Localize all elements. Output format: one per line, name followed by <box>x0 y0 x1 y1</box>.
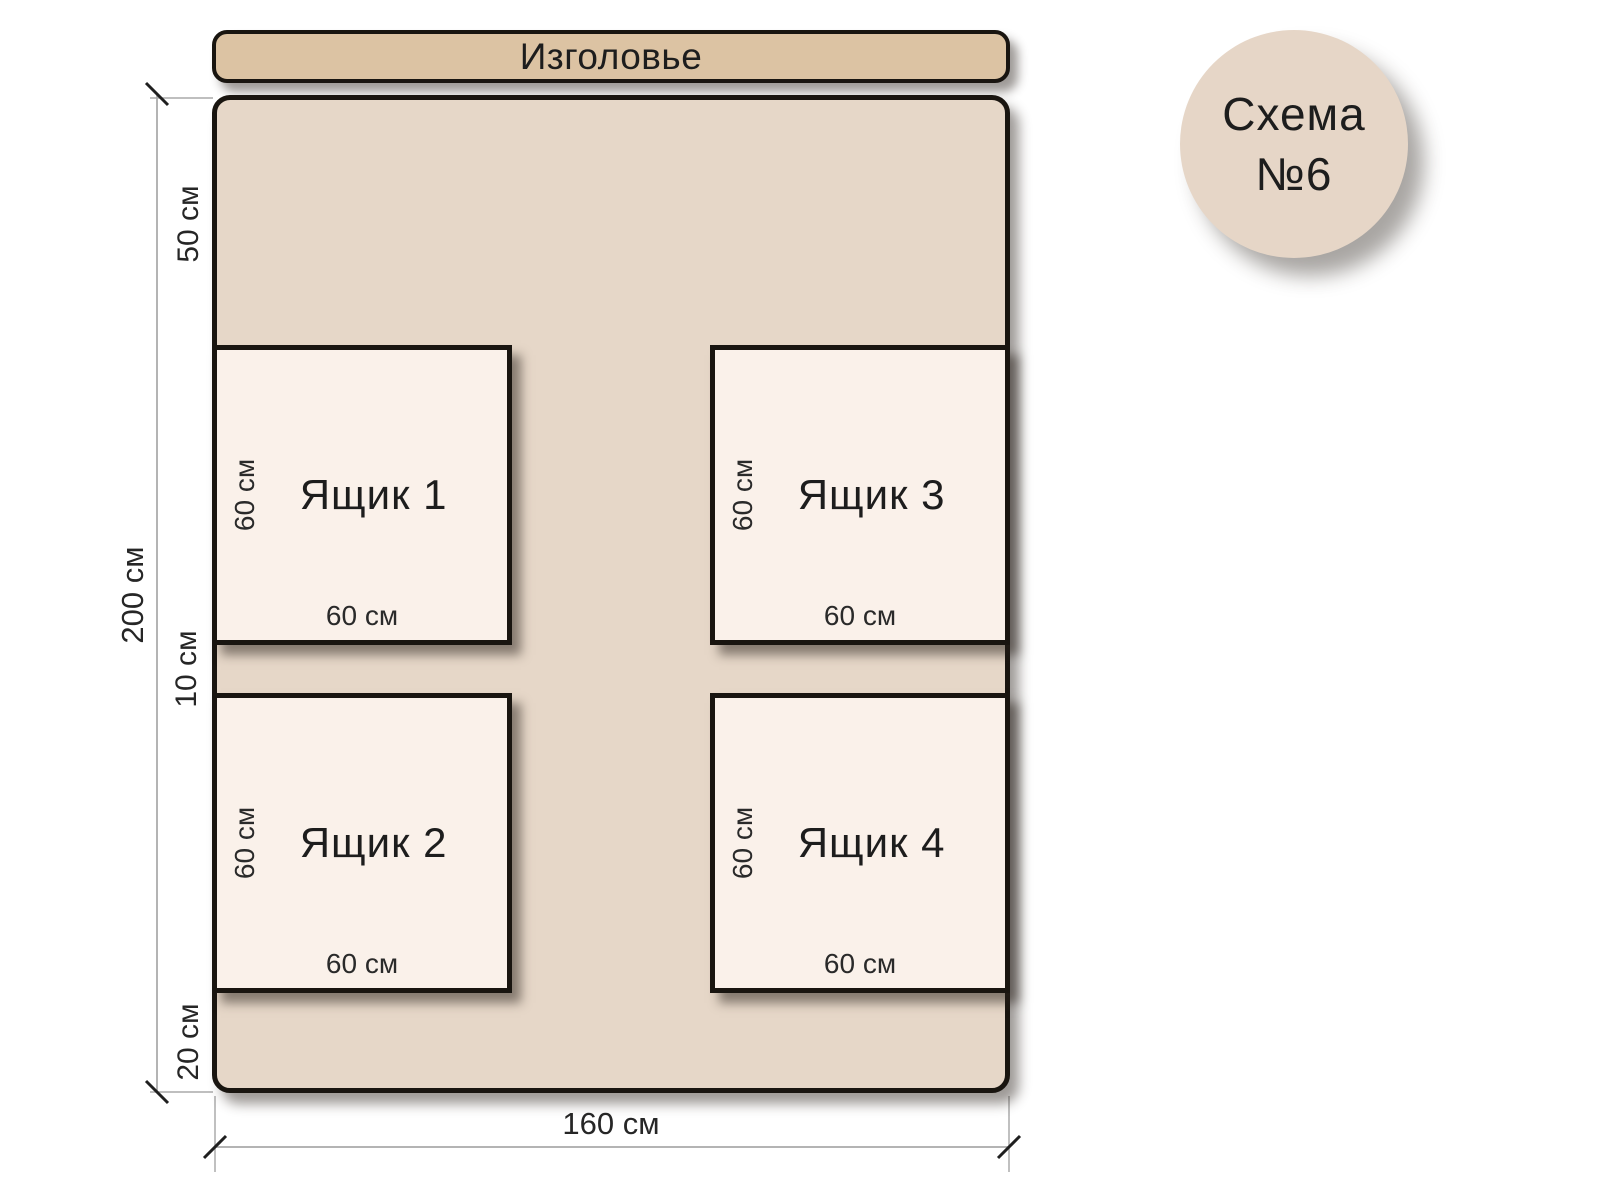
scheme-badge: Схема №6 <box>1180 30 1408 258</box>
bed-width-dimension: 160 см <box>562 1106 660 1141</box>
drawer-4-height-label: 60 см <box>727 806 758 880</box>
tick-right <box>996 1134 1022 1160</box>
headboard: Изголовье <box>212 30 1010 83</box>
drawer-1-width-label: 60 см <box>325 600 399 631</box>
drawer-1-name: Ящик 1 <box>299 471 448 518</box>
drawer-4: 60 см Ящик 4 60 см <box>710 693 1010 993</box>
tick-bottom <box>144 1079 170 1105</box>
drawer-2-width-label: 60 см <box>325 948 399 979</box>
drawer-3-height-label: 60 см <box>727 458 758 532</box>
drawer-1-height-label: 60 см <box>229 458 260 532</box>
row-gap-dimension: 10 см <box>170 630 203 708</box>
top-offset-dimension: 50 см <box>172 185 205 263</box>
drawer-1: 60 см Ящик 1 60 см <box>212 345 512 645</box>
drawer-2: 60 см Ящик 2 60 см <box>212 693 512 993</box>
drawer-3: 60 см Ящик 3 60 см <box>710 345 1010 645</box>
tick-top <box>144 81 170 107</box>
scheme-badge-title: Схема <box>1222 88 1366 140</box>
headboard-label: Изголовье <box>519 35 703 77</box>
drawer-3-name: Ящик 3 <box>797 471 946 518</box>
bed-height-dimension: 200 см <box>115 546 150 644</box>
drawer-3-width-label: 60 см <box>823 600 897 631</box>
bottom-offset-dimension: 20 см <box>172 1003 205 1081</box>
drawer-2-name: Ящик 2 <box>299 819 448 866</box>
drawer-4-width-label: 60 см <box>823 948 897 979</box>
drawer-2-height-label: 60 см <box>229 806 260 880</box>
scheme-badge-number: №6 <box>1255 148 1333 200</box>
drawer-4-name: Ящик 4 <box>797 819 946 866</box>
tick-left <box>202 1134 228 1160</box>
